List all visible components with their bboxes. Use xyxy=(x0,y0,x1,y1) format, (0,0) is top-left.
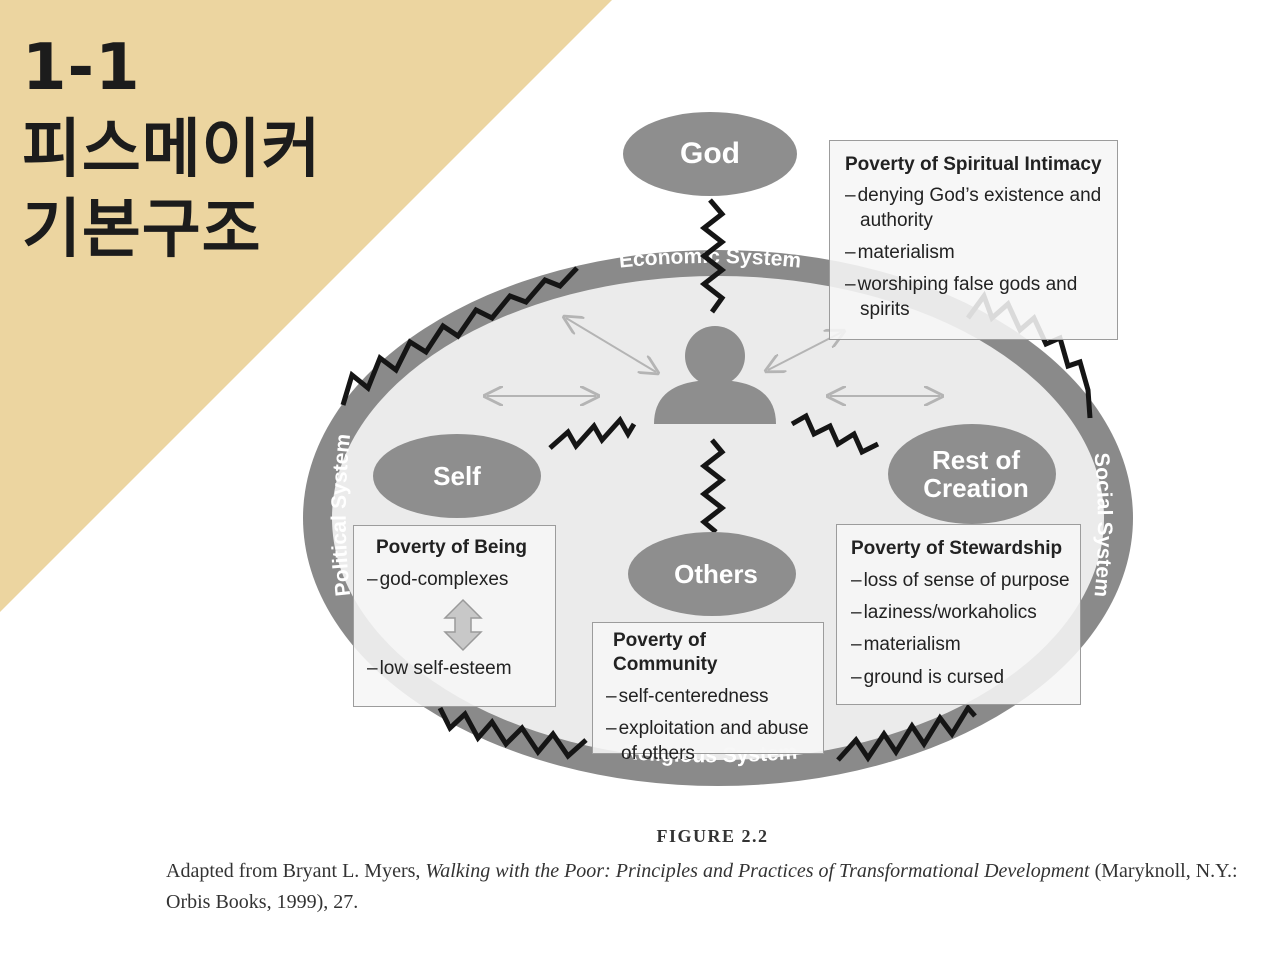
arrow-self-person xyxy=(566,318,656,372)
node-creation-label-line2: Creation xyxy=(923,473,1028,503)
box-spiritual-title: Poverty of Spiritual Intimacy xyxy=(845,154,1102,175)
caption-book-title: Walking with the Poor: Principles and Pr… xyxy=(425,860,1090,882)
node-god-label: God xyxy=(680,137,740,170)
box-spiritual-item: worshiping false gods and spirits xyxy=(845,272,1107,322)
node-rest-of-creation: Rest of Creation xyxy=(888,424,1056,524)
figure-caption: Adapted from Bryant L. Myers, Walking wi… xyxy=(166,856,1266,918)
zigzag-god-person xyxy=(699,198,727,314)
social-system-label: Social System xyxy=(1090,452,1116,598)
zigzag-ring-lower-right xyxy=(836,703,977,763)
zigzag-person-creation xyxy=(790,412,880,456)
caption-prefix: Adapted from Bryant L. Myers, xyxy=(166,860,426,882)
box-stewardship-title: Poverty of Stewardship xyxy=(851,538,1063,559)
slide-title-sub: 기본구조 xyxy=(22,193,262,267)
box-being-item: low self-esteem xyxy=(367,656,547,681)
corner-triangle xyxy=(0,0,612,612)
box-poverty-of-community: Poverty of Community self-centeredness e… xyxy=(592,622,824,764)
double-arrow-icon xyxy=(443,598,483,652)
node-creation-label-line1: Rest of xyxy=(932,445,1020,475)
slide-title-main: 피스메이커 xyxy=(22,113,322,187)
node-others: Others xyxy=(628,532,796,616)
caption-suffix: (Maryknoll, N.Y.: Orbis Books, 1999), 27… xyxy=(166,860,1238,913)
box-being-list: god-complexes xyxy=(367,567,547,592)
box-spiritual-item: denying God’s existence and authority xyxy=(845,183,1107,233)
node-others-label: Others xyxy=(674,559,758,589)
zigzag-person-self xyxy=(548,415,637,451)
box-community-item: exploitation and abuse of others xyxy=(606,716,815,766)
node-self-label: Self xyxy=(433,461,481,491)
node-self: Self xyxy=(373,434,541,518)
box-community-title: Poverty of Community xyxy=(613,630,718,675)
box-stewardship-item: laziness/workaholics xyxy=(851,600,1072,625)
box-being-item: god-complexes xyxy=(367,567,547,592)
box-community-item: self-centeredness xyxy=(606,684,815,709)
node-god: God xyxy=(623,112,797,196)
box-spiritual-intimacy: Poverty of Spiritual Intimacy denying Go… xyxy=(829,140,1118,340)
person-icon xyxy=(654,326,776,424)
zigzag-ring-lower-left xyxy=(437,706,588,760)
zigzag-person-others xyxy=(699,438,727,534)
box-poverty-of-being: Poverty of Being god-complexes low self-… xyxy=(353,525,556,707)
slide-title-number: 1-1 xyxy=(22,31,141,105)
box-community-list: self-centeredness exploitation and abuse… xyxy=(606,684,815,766)
zigzag-ring-upper-left xyxy=(340,266,579,406)
box-spiritual-item: materialism xyxy=(845,240,1107,265)
figure-label: FIGURE 2.2 xyxy=(656,826,769,846)
box-spiritual-list: denying God’s existence and authority ma… xyxy=(845,183,1107,322)
box-stewardship-item: materialism xyxy=(851,632,1072,657)
box-stewardship-item: loss of sense of purpose xyxy=(851,568,1072,593)
box-being-title: Poverty of Being xyxy=(376,537,527,558)
box-being-list-lower: low self-esteem xyxy=(367,656,547,681)
box-stewardship-item: ground is cursed xyxy=(851,665,1072,690)
box-poverty-of-stewardship: Poverty of Stewardship loss of sense of … xyxy=(836,524,1081,705)
box-stewardship-list: loss of sense of purpose laziness/workah… xyxy=(851,568,1072,690)
